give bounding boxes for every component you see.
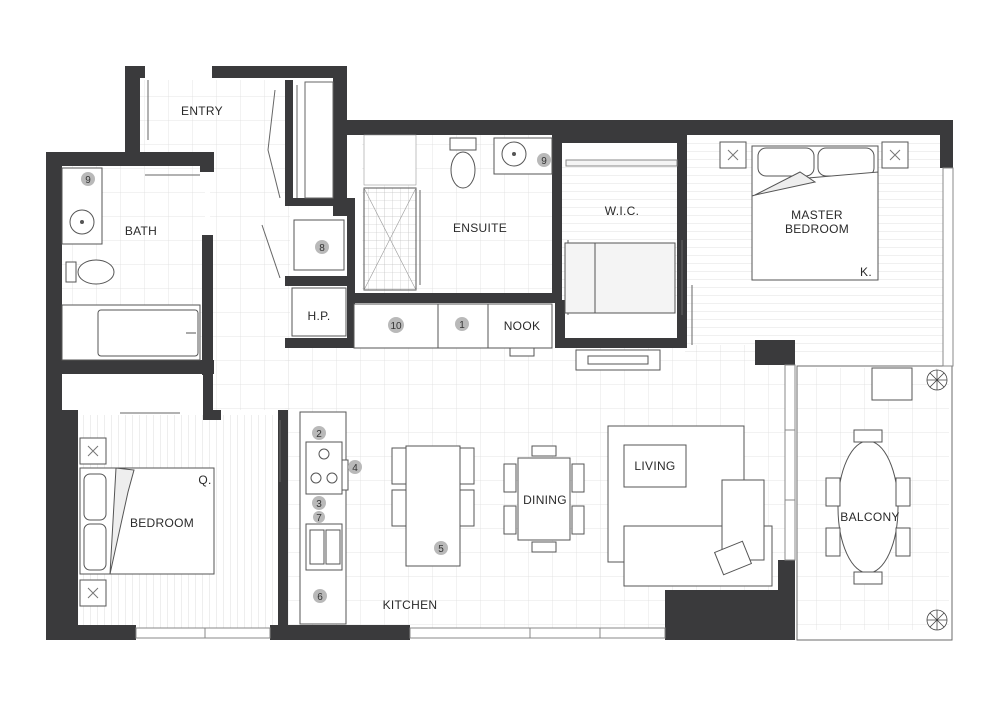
- bed-size-master: K.: [860, 265, 872, 279]
- room-label-balcony: BALCONY: [840, 510, 899, 524]
- callout-2: 2: [316, 429, 322, 440]
- callouts: 9 9 8 10 1 2 4 3 7 6 5: [81, 153, 551, 603]
- room-label-master-line2: BEDROOM: [785, 222, 849, 236]
- callout-8: 8: [319, 243, 325, 254]
- doors: [120, 80, 693, 482]
- callout-3: 3: [316, 499, 322, 510]
- room-label-bedroom: BEDROOM: [130, 516, 194, 530]
- room-label-wic: W.I.C.: [605, 204, 639, 218]
- callout-9-bath: 9: [85, 175, 91, 186]
- room-label-dining: DINING: [523, 493, 567, 507]
- room-label-nook: NOOK: [504, 319, 541, 333]
- room-label-entry: ENTRY: [181, 104, 223, 118]
- room-label-ensuite: ENSUITE: [453, 221, 507, 235]
- room-label-living: LIVING: [634, 459, 675, 473]
- callout-10: 10: [390, 321, 402, 332]
- room-label-master-line1: MASTER: [791, 208, 843, 222]
- room-labels: ENTRY BATH ENSUITE W.I.C. MASTER BEDROOM…: [125, 104, 900, 612]
- callout-6: 6: [317, 592, 323, 603]
- room-label-hp: H.P.: [308, 309, 331, 323]
- callout-7: 7: [316, 513, 322, 524]
- callout-9-ensuite: 9: [541, 156, 547, 167]
- room-label-kitchen: KITCHEN: [383, 598, 438, 612]
- callout-1: 1: [459, 320, 465, 331]
- callout-5: 5: [438, 544, 444, 555]
- room-label-bath: BATH: [125, 224, 157, 238]
- windows: [135, 159, 954, 639]
- callout-4: 4: [352, 463, 358, 474]
- walls: [46, 66, 953, 641]
- bed-size-bedroom: Q.: [198, 473, 211, 487]
